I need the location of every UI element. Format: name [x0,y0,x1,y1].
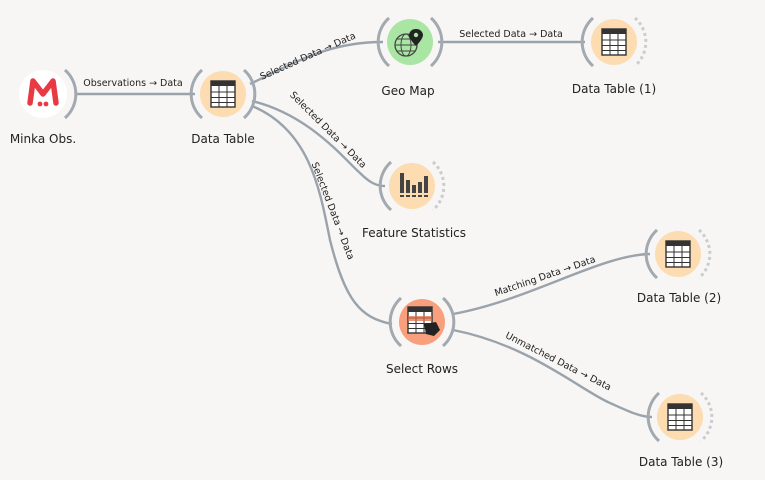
input-anchor[interactable] [376,16,391,68]
output-anchor[interactable] [429,16,444,68]
link-minka-to-data-table[interactable]: Observations → Data [75,78,195,96]
input-anchor[interactable] [388,296,403,348]
output-anchor[interactable] [242,68,257,120]
node-geo-map[interactable]: Geo Map [376,16,444,98]
node-label: Data Table (3) [639,455,723,469]
node-label: Geo Map [381,84,434,98]
node-data-table[interactable]: Data Table [189,68,257,146]
table-grid-icon [210,80,236,108]
link-label: Selected Data → Data [258,31,357,83]
minka-logo-icon [27,78,59,107]
table-grid-icon [667,403,693,431]
node-label: Data Table (2) [637,291,721,305]
node-feature-statistics[interactable]: Feature Statistics [362,160,466,240]
globe-pin-icon [394,29,423,57]
table-hand-icon [407,306,440,336]
link-label: Matching Data → Data [493,254,597,299]
node-body[interactable] [387,19,433,65]
table-grid-icon [665,240,691,268]
link-label: Selected Data → Data [287,90,368,171]
output-anchor[interactable] [441,296,456,348]
bar-chart-icon [400,173,428,197]
input-anchor[interactable] [646,391,661,443]
node-label: Minka Obs. [10,132,76,146]
link-select-rows-to-data-table-3[interactable]: Unmatched Data → Data [452,328,653,419]
output-anchor[interactable] [697,228,712,280]
input-anchor[interactable] [378,160,393,212]
output-anchor[interactable] [699,391,714,443]
node-label: Feature Statistics [362,226,466,240]
output-anchor[interactable] [63,68,78,120]
node-label: Data Table (1) [572,82,656,96]
output-anchor[interactable] [633,16,648,68]
node-label: Data Table [191,132,255,146]
link-label: Unmatched Data → Data [503,330,612,393]
link-label: Selected Data → Data [459,29,563,40]
table-grid-icon [601,28,627,56]
link-geo-map-to-data-table-1[interactable]: Selected Data → Data [438,29,585,44]
link-label: Observations → Data [83,78,182,89]
input-anchor[interactable] [644,228,659,280]
node-data-table-3[interactable]: Data Table (3) [639,391,723,469]
link-data-table-to-geo-map[interactable]: Selected Data → Data [249,31,384,86]
input-anchor[interactable] [189,68,204,120]
node-data-table-1[interactable]: Data Table (1) [572,16,656,96]
node-minka-obs[interactable]: Minka Obs. [10,68,78,146]
node-select-rows[interactable]: Select Rows [386,296,458,376]
output-anchor[interactable] [431,160,446,212]
input-anchor[interactable] [580,16,595,68]
node-label: Select Rows [386,362,458,376]
link-select-rows-to-data-table-2[interactable]: Matching Data → Data [452,252,651,316]
node-data-table-2[interactable]: Data Table (2) [637,228,721,305]
